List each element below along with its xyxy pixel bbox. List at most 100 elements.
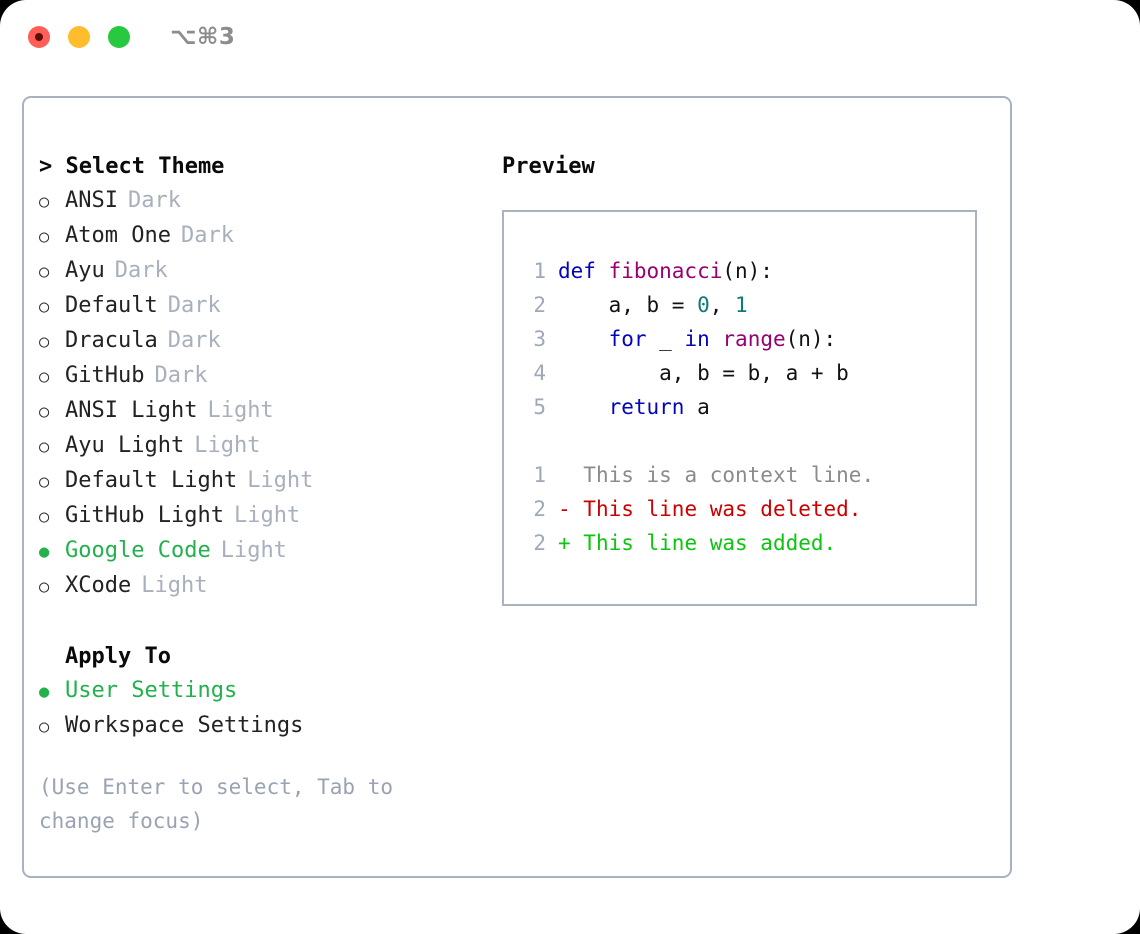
line-number: 1 [533, 463, 546, 487]
radio-unselected-icon: ○ [39, 437, 50, 457]
theme-category-label: Light [220, 538, 287, 563]
zoom-button[interactable] [108, 26, 130, 48]
code-token [558, 327, 609, 351]
apply-to-item[interactable]: ● User Settings [39, 674, 489, 709]
theme-category-label: Dark [114, 258, 168, 283]
diff-line: 2 + This line was added. [520, 526, 975, 560]
theme-name: GitHub [65, 363, 145, 388]
theme-list-item[interactable]: ○ GitHub Dark [39, 359, 489, 394]
code-token: return [608, 395, 685, 419]
code-token: (n): [785, 327, 837, 351]
theme-name: Ayu [65, 258, 105, 283]
diff-sign: + [558, 531, 571, 555]
code-token: for [608, 327, 647, 351]
radio-selected-icon: ● [39, 682, 50, 702]
theme-list-item[interactable]: ○ Dracula Dark [39, 324, 489, 359]
theme-list-header: > Select Theme [39, 154, 225, 179]
theme-name: ANSI [65, 188, 118, 213]
theme-category-label: Light [194, 433, 261, 458]
radio-unselected-icon: ○ [39, 332, 50, 352]
theme-list-item[interactable]: ○ Atom One Dark [39, 219, 489, 254]
radio-unselected-icon: ○ [39, 402, 50, 422]
close-button[interactable] [28, 26, 50, 48]
radio-unselected-icon: ○ [39, 577, 50, 597]
code-token [558, 395, 609, 419]
theme-name: Ayu Light [65, 433, 185, 458]
apply-to-item[interactable]: ○Workspace Settings [39, 709, 489, 744]
code-token: , [709, 293, 736, 317]
theme-list-item[interactable]: ○ Ayu Light Light [39, 429, 489, 464]
code-token: fibonacci [608, 259, 723, 283]
diff-sample: 1 This is a context line. 2- This line wa… [520, 458, 975, 560]
theme-name: Default Light [65, 468, 238, 493]
keyboard-hint-text: (Use Enter to select, Tab to change focu… [39, 775, 394, 833]
theme-list-item[interactable]: ○ Default Light Light [39, 464, 489, 499]
window-controls [28, 26, 130, 48]
radio-unselected-icon: ○ [39, 472, 50, 492]
line-number: 2 [533, 497, 546, 521]
code-token: def [558, 259, 609, 283]
apply-to-label: User Settings [65, 678, 238, 703]
radio-unselected-icon: ○ [39, 297, 50, 317]
theme-category-label: Light [247, 468, 314, 493]
theme-category-label: Light [141, 573, 208, 598]
theme-category-label: Dark [180, 223, 234, 248]
radio-unselected-icon: ○ [39, 367, 50, 387]
code-token: a, b = [558, 293, 698, 317]
line-number: 2 [533, 531, 546, 555]
theme-list-item[interactable]: ○ Ayu Dark [39, 254, 489, 289]
line-number: 2 [533, 293, 546, 317]
radio-unselected-icon: ○ [39, 262, 50, 282]
theme-category-label: Dark [127, 188, 181, 213]
minimize-button[interactable] [68, 26, 90, 48]
theme-list-item[interactable]: ● Google Code Light [39, 534, 489, 569]
code-token: in [684, 327, 710, 351]
diff-text: This line was added. [570, 531, 837, 555]
diff-sign [558, 463, 571, 487]
code-token: 1 [735, 293, 748, 317]
keyboard-shortcut-label: ⌥⌘3 [170, 24, 236, 50]
theme-name: Google Code [65, 538, 211, 563]
code-token: range [722, 327, 786, 351]
theme-name: Default [65, 293, 158, 318]
theme-list-item[interactable]: ○ XCode Light [39, 569, 489, 604]
preview-title: Preview [502, 154, 595, 179]
diff-sign: - [558, 497, 571, 521]
code-line: 3 for _ in range(n): [520, 322, 975, 356]
theme-list-item[interactable]: ○ Default Dark [39, 289, 489, 324]
code-token: 0 [697, 293, 710, 317]
theme-category-label: Dark [167, 328, 221, 353]
diff-text: This is a context line. [570, 463, 875, 487]
code-token: a, b = b, a + b [558, 361, 849, 385]
radio-unselected-icon: ○ [39, 192, 50, 212]
theme-name: Dracula [65, 328, 158, 353]
line-number: 5 [533, 395, 546, 419]
radio-unselected-icon: ○ [39, 507, 50, 527]
theme-name: GitHub Light [65, 503, 224, 528]
theme-name: Atom One [65, 223, 171, 248]
radio-unselected-icon: ○ [39, 227, 50, 247]
theme-list-item[interactable]: ○ ANSI Dark [39, 184, 489, 219]
title-bar: ⌥⌘3 [0, 0, 1140, 78]
theme-name: XCode [65, 573, 132, 598]
diff-line: 2- This line was deleted. [520, 492, 975, 526]
theme-category-label: Dark [167, 293, 221, 318]
line-number: 3 [533, 327, 546, 351]
code-line: 2 a, b = 0, 1 [520, 288, 975, 322]
radio-selected-icon: ● [39, 542, 50, 562]
radio-unselected-icon: ○ [39, 717, 50, 737]
code-token: a [684, 395, 710, 419]
code-line: 5 return a [520, 390, 975, 424]
theme-category-label: Dark [154, 363, 208, 388]
diff-text: This line was deleted. [570, 497, 862, 521]
theme-category-label: Light [207, 398, 274, 423]
